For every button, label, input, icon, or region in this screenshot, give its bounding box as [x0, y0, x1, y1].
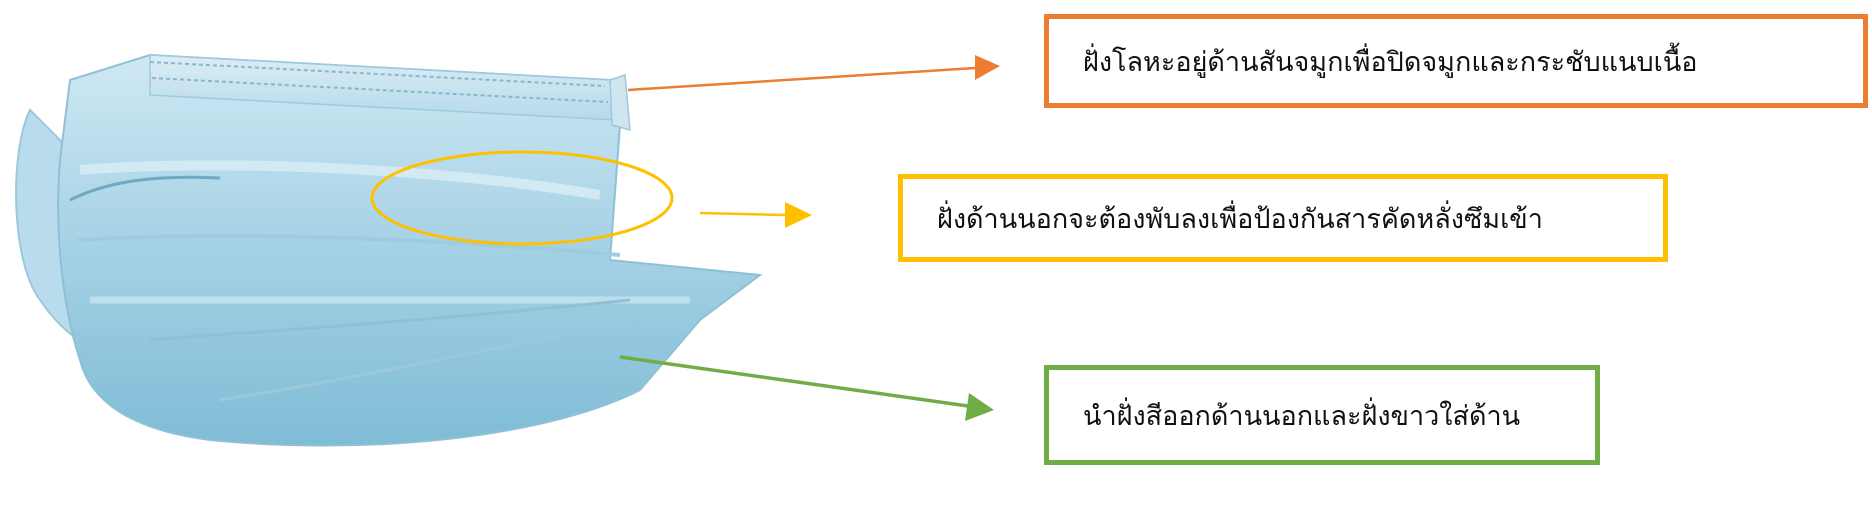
- callout-middle-label: ฝั่งด้านนอกจะต้องพับลงเพื่อป้องกันสารคัด…: [898, 174, 1668, 262]
- callout-bottom-text: นำฝั่งสีออกด้านนอกและฝั่งขาวใส่ด้าน: [1083, 400, 1521, 432]
- arrow-middle: [370, 150, 812, 246]
- highlight-ellipse: [370, 150, 674, 246]
- callout-top-label: ฝั่งโลหะอยู่ด้านสันจมูกเพื่อปิดจมูกและกร…: [1044, 14, 1868, 108]
- callout-middle-text: ฝั่งด้านนอกจะต้องพับลงเพื่อป้องกันสารคัด…: [937, 203, 1543, 235]
- arrow-bottom: [619, 355, 994, 421]
- surgical-mask-image: [15, 53, 763, 447]
- callout-bottom-label: นำฝั่งสีออกด้านนอกและฝั่งขาวใส่ด้าน: [1044, 365, 1600, 465]
- callout-top-text: ฝั่งโลหะอยู่ด้านสันจมูกเพื่อปิดจมูกและกร…: [1083, 46, 1698, 78]
- arrow-top: [627, 55, 1000, 92]
